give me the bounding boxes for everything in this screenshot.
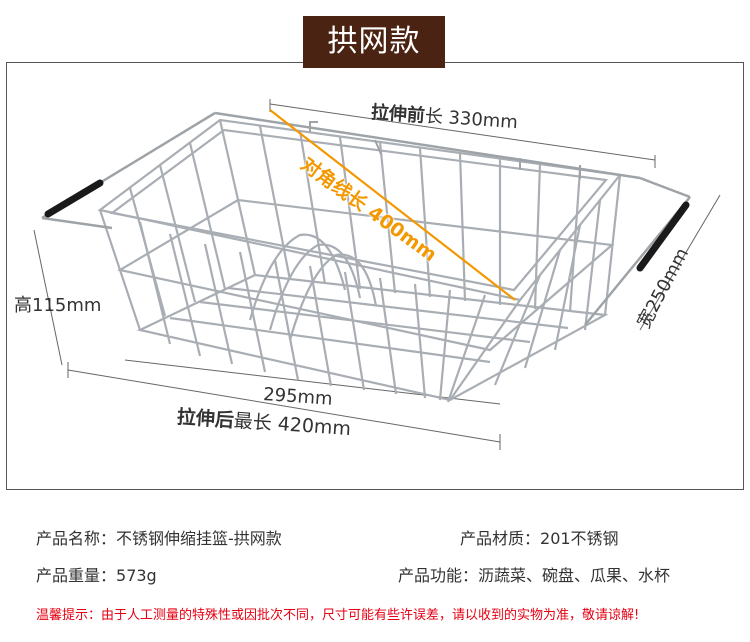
spec-material-label: 产品材质： (460, 529, 541, 548)
dimension-line-bottom (67, 362, 501, 450)
spec-function-label: 产品功能： (398, 566, 479, 585)
spec-name-value: 不锈钢伸缩挂篮-拱网款 (116, 529, 282, 548)
diagonal-line (269, 109, 516, 301)
hooks (309, 121, 581, 179)
spec-weight-value: 573g (116, 566, 157, 585)
dimension-line-width (639, 194, 721, 331)
spec-material-value: 201不锈钢 (540, 529, 619, 548)
spec-weight-label: 产品重量： (36, 566, 117, 585)
style-title-banner: 拱网款 (303, 16, 445, 68)
spec-name-label: 产品名称： (36, 529, 117, 548)
dimension-line-top (269, 99, 656, 168)
spec-function: 产品功能：沥蔬菜、碗盘、瓜果、水杯 (398, 562, 670, 586)
plate-rack (248, 233, 378, 341)
basket-body (97, 118, 623, 403)
spec-weight: 产品重量：573g (36, 562, 157, 586)
basket-diagram (33, 99, 721, 450)
spec-material: 产品材质：201不锈钢 (460, 525, 619, 549)
spec-function-value: 沥蔬菜、碗盘、瓜果、水杯 (478, 566, 671, 585)
spec-product-name: 产品名称：不锈钢伸缩挂篮-拱网款 (36, 525, 282, 549)
measurement-notice: 温馨提示：由于人工测量的特殊性或因批次不同，尺寸可能有些许误差，请以收到的实物为… (36, 608, 640, 623)
after-stretch-bold: 拉伸后 (176, 405, 235, 432)
dimension-line-height (33, 229, 63, 366)
handle-grips (44, 179, 690, 272)
before-stretch-bold: 拉伸前 (370, 101, 426, 127)
dimension-label-height: 高115mm (14, 295, 102, 316)
